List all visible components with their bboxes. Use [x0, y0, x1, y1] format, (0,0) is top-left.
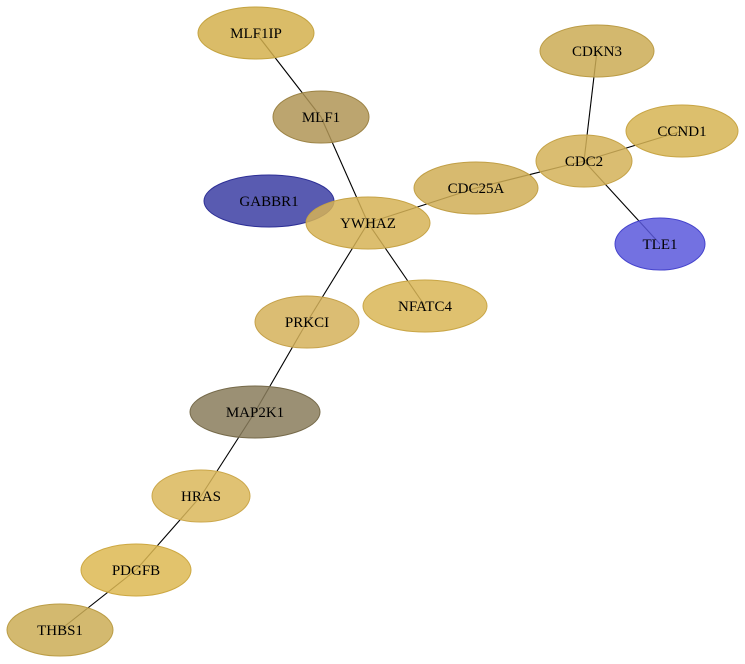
node-label-thbs1: THBS1 — [37, 623, 83, 639]
node-map2k1[interactable]: MAP2K1 — [189, 385, 321, 439]
edge-layer — [59, 32, 683, 631]
node-shape-mlf1 — [272, 90, 370, 144]
node-shape-nfatc4 — [362, 279, 488, 333]
node-label-tle1: TLE1 — [643, 237, 678, 253]
node-shape-tle1 — [614, 217, 706, 271]
node-label-gabbr1: GABBR1 — [239, 194, 298, 210]
node-shape-mlf1ip — [197, 6, 315, 60]
node-cdc25a[interactable]: CDC25A — [413, 161, 539, 215]
node-shape-cdkn3 — [539, 24, 655, 78]
node-pdgfb[interactable]: PDGFB — [80, 543, 192, 597]
node-nfatc4[interactable]: NFATC4 — [362, 279, 488, 333]
node-shape-cdc25a — [413, 161, 539, 215]
node-label-map2k1: MAP2K1 — [226, 405, 284, 421]
node-label-nfatc4: NFATC4 — [398, 299, 452, 315]
node-mlf1[interactable]: MLF1 — [272, 90, 370, 144]
node-shape-thbs1 — [6, 603, 114, 657]
node-ccnd1[interactable]: CCND1 — [625, 104, 739, 158]
node-label-prkci: PRKCI — [285, 315, 329, 331]
node-shape-map2k1 — [189, 385, 321, 439]
node-label-cdc2: CDC2 — [565, 154, 603, 170]
node-label-cdkn3: CDKN3 — [572, 44, 622, 60]
node-label-hras: HRAS — [181, 489, 221, 505]
node-label-ywhaz: YWHAZ — [340, 216, 396, 232]
node-label-ccnd1: CCND1 — [657, 124, 706, 140]
node-label-mlf1: MLF1 — [302, 110, 340, 126]
node-shape-prkci — [254, 295, 360, 349]
node-ywhaz[interactable]: YWHAZ — [305, 196, 431, 250]
node-shape-pdgfb — [80, 543, 192, 597]
node-cdkn3[interactable]: CDKN3 — [539, 24, 655, 78]
node-shape-hras — [151, 469, 251, 523]
node-shape-cdc2 — [535, 134, 633, 188]
node-tle1[interactable]: TLE1 — [614, 217, 706, 271]
node-gabbr1[interactable]: GABBR1 — [203, 174, 335, 228]
node-label-mlf1ip: MLF1IP — [230, 26, 282, 42]
node-mlf1ip[interactable]: MLF1IP — [197, 6, 315, 60]
node-prkci[interactable]: PRKCI — [254, 295, 360, 349]
node-hras[interactable]: HRAS — [151, 469, 251, 523]
node-shape-ccnd1 — [625, 104, 739, 158]
node-cdc2[interactable]: CDC2 — [535, 134, 633, 188]
node-thbs1[interactable]: THBS1 — [6, 603, 114, 657]
node-label-cdc25a: CDC25A — [448, 181, 505, 197]
node-shape-ywhaz — [305, 196, 431, 250]
node-label-pdgfb: PDGFB — [112, 563, 160, 579]
